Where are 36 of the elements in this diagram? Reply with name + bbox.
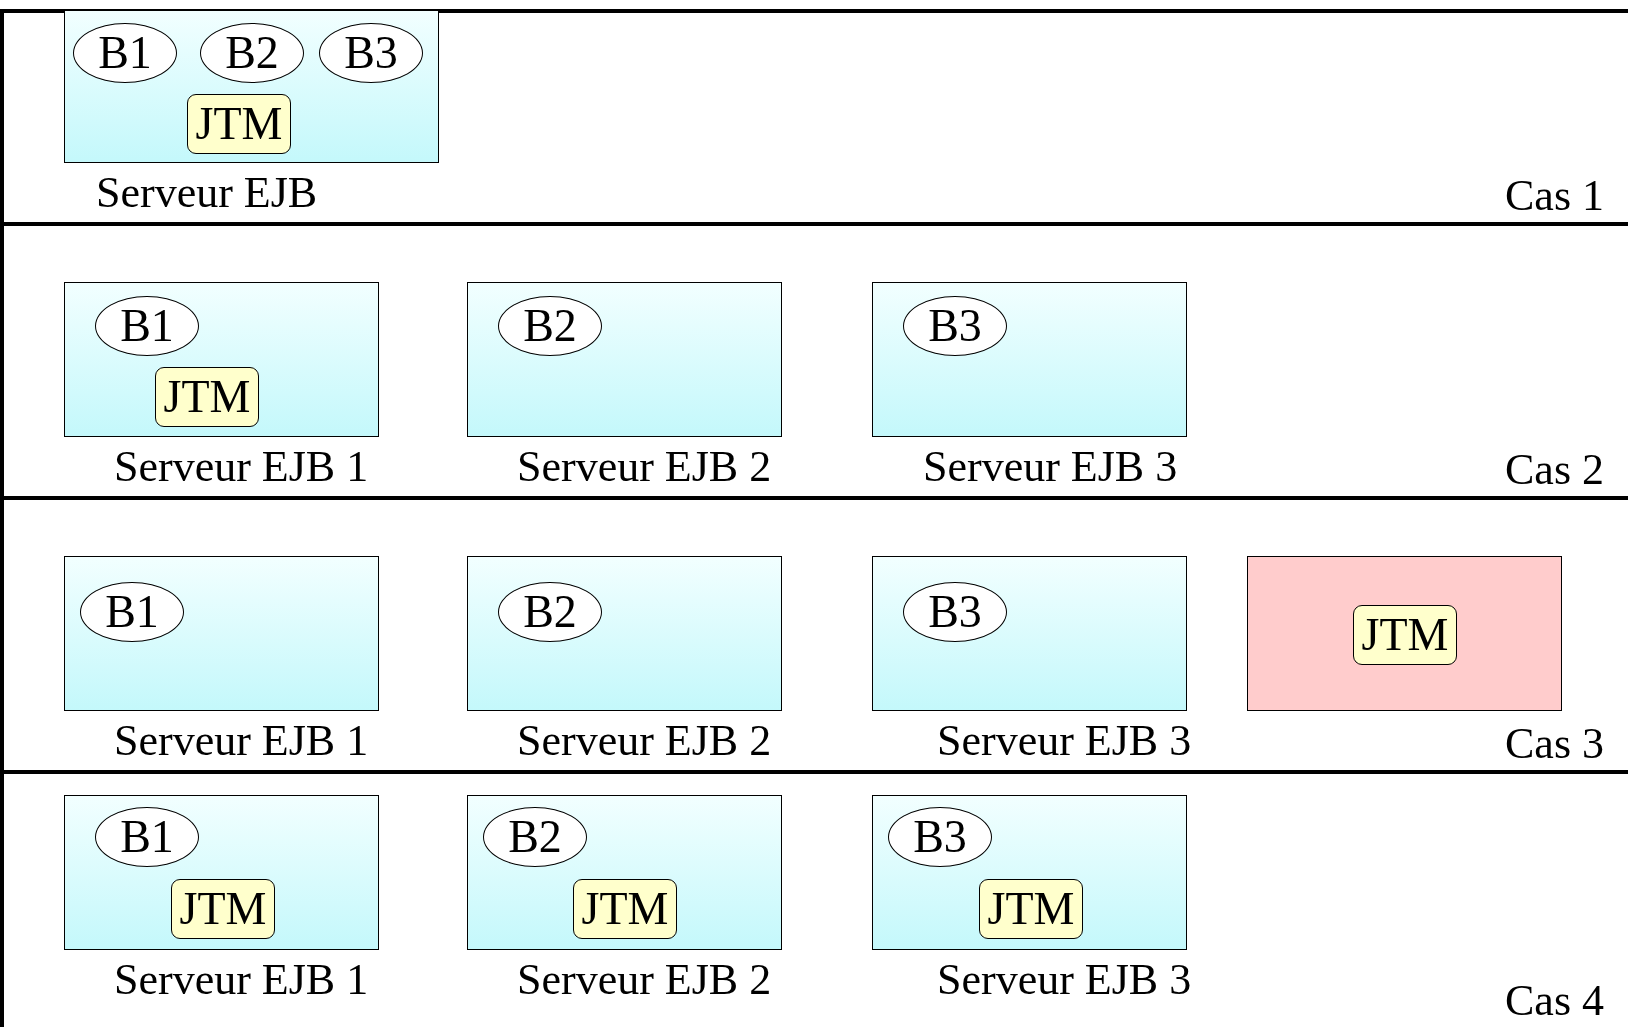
jtm-box: JTM xyxy=(573,879,677,939)
server-label: Serveur EJB 2 xyxy=(517,719,772,763)
bean-ellipse: B3 xyxy=(903,296,1007,356)
bean-ellipse: B1 xyxy=(95,296,199,356)
case-label: Cas 3 xyxy=(1505,722,1604,766)
bean-ellipse: B2 xyxy=(498,296,602,356)
case-band xyxy=(0,770,1628,1027)
jtm-box: JTM xyxy=(155,367,259,427)
bean-ellipse: B3 xyxy=(903,582,1007,642)
server-label: Serveur EJB xyxy=(96,171,318,215)
bean-ellipse: B3 xyxy=(319,23,423,83)
server-label: Serveur EJB 3 xyxy=(923,445,1178,489)
case-band xyxy=(0,9,1628,222)
server-label: Serveur EJB 2 xyxy=(517,445,772,489)
case-label: Cas 1 xyxy=(1505,174,1604,218)
case-band xyxy=(0,496,1628,770)
server-label: Serveur EJB 1 xyxy=(114,958,369,1002)
server-label: Serveur EJB 3 xyxy=(937,958,1192,1002)
jtm-box: JTM xyxy=(187,94,291,154)
bean-ellipse: B3 xyxy=(888,807,992,867)
server-label: Serveur EJB 3 xyxy=(937,719,1192,763)
case-label: Cas 4 xyxy=(1505,979,1604,1023)
case-label: Cas 2 xyxy=(1505,448,1604,492)
jtm-box: JTM xyxy=(979,879,1083,939)
bean-ellipse: B2 xyxy=(483,807,587,867)
bean-ellipse: B1 xyxy=(73,23,177,83)
bean-ellipse: B1 xyxy=(95,807,199,867)
case-band xyxy=(0,222,1628,496)
bean-ellipse: B1 xyxy=(80,582,184,642)
server-label: Serveur EJB 2 xyxy=(517,958,772,1002)
server-label: Serveur EJB 1 xyxy=(114,445,369,489)
bean-ellipse: B2 xyxy=(498,582,602,642)
jtm-box: JTM xyxy=(171,879,275,939)
bean-ellipse: B2 xyxy=(200,23,304,83)
server-label: Serveur EJB 1 xyxy=(114,719,369,763)
jtm-box: JTM xyxy=(1353,605,1457,665)
